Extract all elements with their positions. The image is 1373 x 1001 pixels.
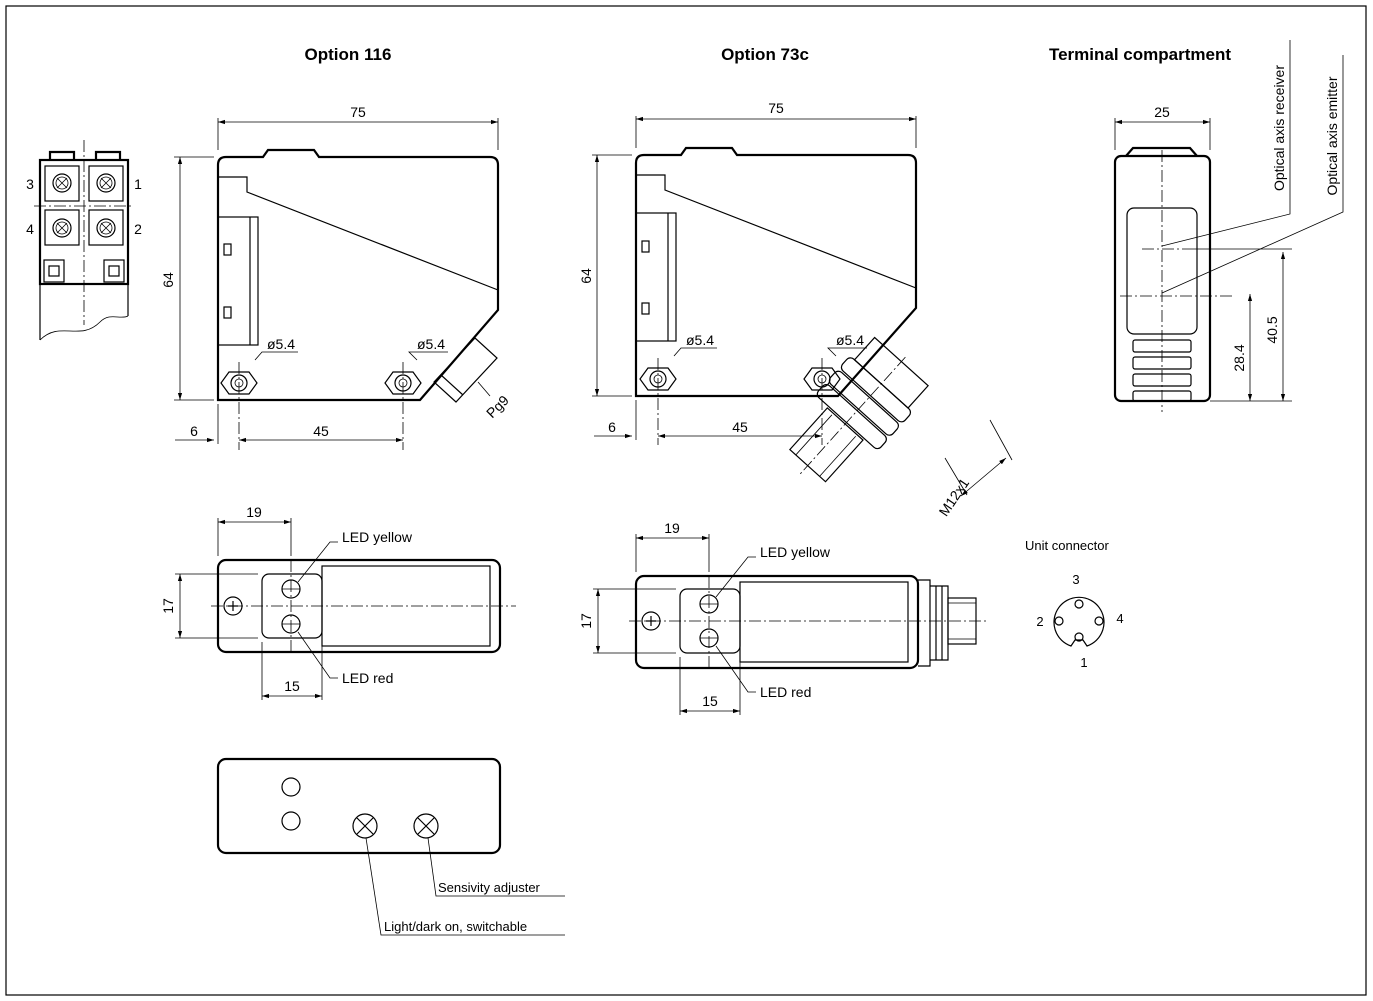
light-dark-label: Light/dark on, switchable	[384, 919, 527, 934]
terminal-screw-2	[96, 218, 116, 238]
option-73c-offset-dim: 6	[608, 419, 616, 435]
connector-pin-3	[1074, 599, 1084, 609]
led-yellow-icon	[699, 594, 719, 614]
option-73c-top-dim-15: 15	[702, 693, 718, 709]
terminal-number-2: 2	[134, 221, 142, 237]
connector-pin-1	[1074, 632, 1084, 642]
option-116-side-view	[174, 118, 500, 450]
option-116-top-dim-17: 17	[160, 598, 176, 614]
terminal-compartment-view	[1113, 40, 1344, 412]
option-116-gland-label: Pg9	[483, 392, 512, 421]
terminal-screw-3	[52, 173, 72, 193]
light-dark-switch-icon	[352, 813, 378, 839]
label-optical-axis-emitter: Optical axis emitter	[1324, 76, 1340, 195]
terminal-screw-4	[52, 218, 72, 238]
option-116-cable-gland	[433, 337, 498, 403]
option-73c-top-view	[593, 534, 988, 715]
option-73c-spacing-dim: 45	[732, 419, 748, 435]
drawing-frame	[5, 5, 1367, 996]
terminal-number-1: 1	[134, 176, 142, 192]
option-73c-side-view	[592, 116, 1013, 497]
led-yellow-icon	[281, 579, 301, 599]
option-73c-top-dim-17: 17	[578, 613, 594, 629]
title-terminal-compartment: Terminal compartment	[1049, 45, 1231, 64]
title-option-116: Option 116	[305, 45, 392, 64]
option-73c-width-dim: 75	[768, 100, 784, 116]
unit-connector-pinout	[1053, 596, 1105, 647]
screw-head-icon	[641, 611, 661, 631]
option-116-hole-right: ø5.4	[417, 336, 445, 352]
connector-pin-2	[1054, 616, 1064, 626]
terminal-width-dim: 25	[1154, 104, 1170, 120]
terminal-dim-emitter: 28.4	[1231, 344, 1247, 371]
led-red-icon	[281, 614, 301, 634]
option-73c-led-yellow-label: LED yellow	[760, 544, 831, 560]
led-red-icon	[699, 628, 719, 648]
option-73c-m12-connector	[789, 336, 929, 483]
unit-connector-pin-label-2: 2	[1036, 614, 1043, 629]
label-optical-axis-receiver: Optical axis receiver	[1271, 65, 1287, 191]
unit-connector-label: Unit connector	[1025, 538, 1109, 553]
option-116-height-dim: 64	[160, 272, 176, 288]
option-73c-height-dim: 64	[578, 268, 594, 284]
option-116-width-dim: 75	[350, 104, 366, 120]
terminal-number-3: 3	[26, 176, 34, 192]
led-window-icon	[281, 777, 301, 797]
option-73c-hole-right: ø5.4	[836, 332, 864, 348]
option-73c-top-dim-19: 19	[664, 520, 680, 536]
option-116-led-red-label: LED red	[342, 670, 393, 686]
terminal-screw-1	[96, 173, 116, 193]
title-option-73c: Option 73c	[721, 45, 809, 64]
unit-connector-pin-label-3: 3	[1072, 572, 1079, 587]
terminal-block	[34, 140, 134, 341]
sensitivity-adjuster-label: Sensivity adjuster	[438, 880, 541, 895]
unit-connector-pin-label-4: 4	[1116, 611, 1123, 626]
led-window-icon	[281, 811, 301, 831]
screw-head-icon	[223, 596, 243, 616]
option-73c-connector-label: M12x1	[935, 475, 972, 519]
terminal-dim-receiver: 40.5	[1264, 316, 1280, 343]
option-116-spacing-dim: 45	[313, 423, 329, 439]
terminal-number-4: 4	[26, 221, 34, 237]
back-panel-view	[216, 757, 565, 936]
sensitivity-adjuster-icon	[413, 813, 439, 839]
option-116-led-yellow-label: LED yellow	[342, 529, 413, 545]
unit-connector-pin-label-1: 1	[1080, 655, 1087, 670]
option-116-top-view	[175, 518, 516, 700]
option-73c-led-red-label: LED red	[760, 684, 811, 700]
option-116-offset-dim: 6	[190, 423, 198, 439]
option-116-hole-left: ø5.4	[267, 336, 295, 352]
option-116-top-dim-19: 19	[246, 504, 262, 520]
connector-pin-4	[1094, 616, 1104, 626]
option-73c-hole-left: ø5.4	[686, 332, 714, 348]
option-116-top-dim-15: 15	[284, 678, 300, 694]
